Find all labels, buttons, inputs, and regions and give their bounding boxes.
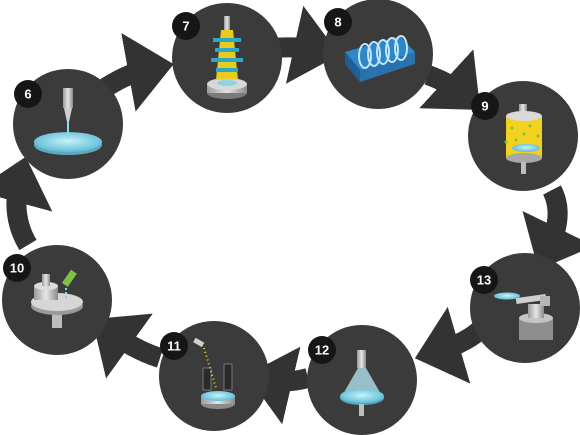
step-number-13: 13 <box>477 273 491 288</box>
step-number-11: 11 <box>167 339 181 354</box>
step-badge-10: 10 <box>3 254 31 282</box>
step-badge-9: 9 <box>471 92 499 120</box>
wafer-pipette-icon <box>34 88 102 155</box>
step-number-10: 10 <box>10 261 24 276</box>
number-badges: 6 7 8 9 10 11 12 13 <box>3 8 499 364</box>
step-number-12: 12 <box>315 343 329 358</box>
wafer-chamber-icon <box>504 104 542 174</box>
step-number-7: 7 <box>182 19 189 34</box>
arrow-6-to-7 <box>99 32 174 112</box>
arrow-9-to-13 <box>522 185 580 270</box>
step-badge-13: 13 <box>470 266 498 294</box>
arrow-12-to-11 <box>246 346 311 425</box>
arrow-10-to-6 <box>0 156 53 251</box>
step-number-6: 6 <box>24 87 31 102</box>
step-badge-11: 11 <box>160 332 188 360</box>
step-number-8: 8 <box>334 15 341 30</box>
arrow-8-to-9 <box>419 49 481 110</box>
step-badge-7: 7 <box>172 12 200 40</box>
sputter-icon <box>193 337 235 409</box>
arrow-11-to-10 <box>92 313 164 379</box>
step-number-9: 9 <box>481 99 488 114</box>
lithography-stack-icon <box>207 16 247 99</box>
spin-coater-icon <box>31 269 83 328</box>
probe-arm-icon <box>494 292 553 340</box>
step-badge-6: 6 <box>14 80 42 108</box>
exposure-lamp-icon <box>340 350 384 416</box>
step-badge-12: 12 <box>308 336 336 364</box>
step-badge-8: 8 <box>324 8 352 36</box>
wafer-bath-icon <box>345 35 415 82</box>
